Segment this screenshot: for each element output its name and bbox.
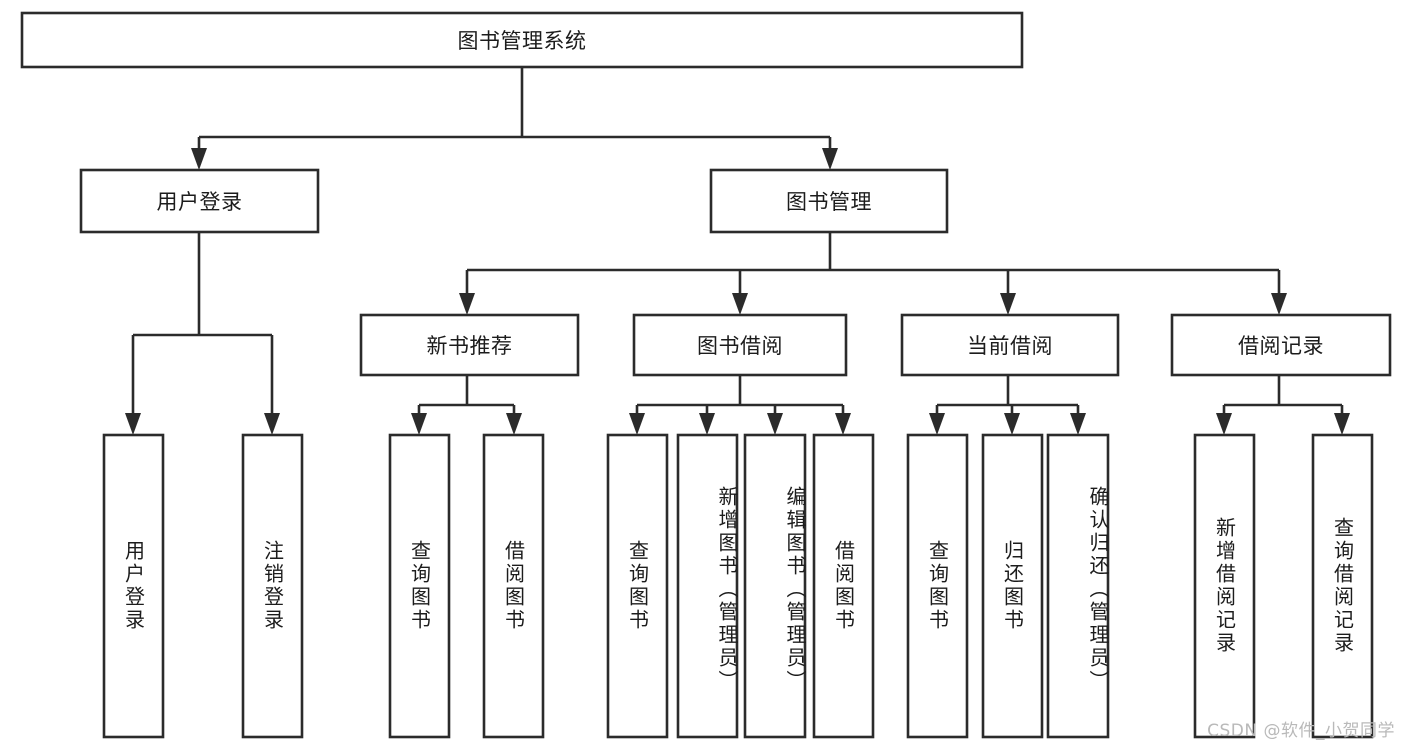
node-box-leaf-11[interactable]: [1193, 433, 1256, 739]
node-box-leaf-4[interactable]: [606, 433, 669, 739]
node-box-leaf-6[interactable]: [743, 433, 807, 739]
arrowhead-leaf-add-book: [699, 413, 715, 435]
arrowhead-leaf-confirm-return: [1070, 413, 1086, 435]
arrowhead-book-borrow: [732, 293, 748, 315]
node-box-leaf-0[interactable]: [102, 433, 165, 739]
node-box-book-management[interactable]: [709, 168, 949, 234]
node-box-leaf-9[interactable]: [981, 433, 1044, 739]
node-box-leaf-1[interactable]: [241, 433, 304, 739]
arrowhead-leaf-query-book-1: [411, 413, 427, 435]
watermark-text: CSDN @软件_小贺同学: [1207, 721, 1395, 741]
arrowhead-leaf-user-login: [125, 413, 141, 435]
arrowhead-leaf-query-book-2: [629, 413, 645, 435]
arrowhead-leaf-edit-book: [767, 413, 783, 435]
arrowhead-new-book: [459, 293, 475, 315]
node-box-leaf-7[interactable]: [812, 433, 875, 739]
arrowhead-leaf-borrow-book-1: [506, 413, 522, 435]
node-box-leaf-10[interactable]: [1046, 433, 1110, 739]
node-box-root[interactable]: [20, 11, 1024, 69]
arrowhead-book-mgmt: [822, 148, 838, 170]
arrowhead-leaf-query-record: [1334, 413, 1350, 435]
arrowhead-current-borrow: [1000, 293, 1016, 315]
node-box-leaf-2[interactable]: [388, 433, 451, 739]
arrowhead-user-login: [191, 148, 207, 170]
node-box-leaf-8[interactable]: [906, 433, 969, 739]
node-box-borrow-record[interactable]: [1170, 313, 1392, 377]
node-box-leaf-5[interactable]: [676, 433, 739, 739]
node-box-leaf-3[interactable]: [482, 433, 545, 739]
arrowhead-leaf-return-book: [1004, 413, 1020, 435]
node-box-leaf-12[interactable]: [1311, 433, 1374, 739]
node-box-new-book-recommend[interactable]: [359, 313, 580, 377]
arrowhead-borrow-record: [1271, 293, 1287, 315]
arrowhead-leaf-add-record: [1216, 413, 1232, 435]
arrowhead-leaf-logout: [264, 413, 280, 435]
node-box-user-login[interactable]: [79, 168, 320, 234]
arrowhead-leaf-borrow-book-2: [835, 413, 851, 435]
node-box-book-borrow[interactable]: [632, 313, 848, 377]
node-box-current-borrow[interactable]: [900, 313, 1120, 377]
arrowhead-leaf-query-book-3: [929, 413, 945, 435]
